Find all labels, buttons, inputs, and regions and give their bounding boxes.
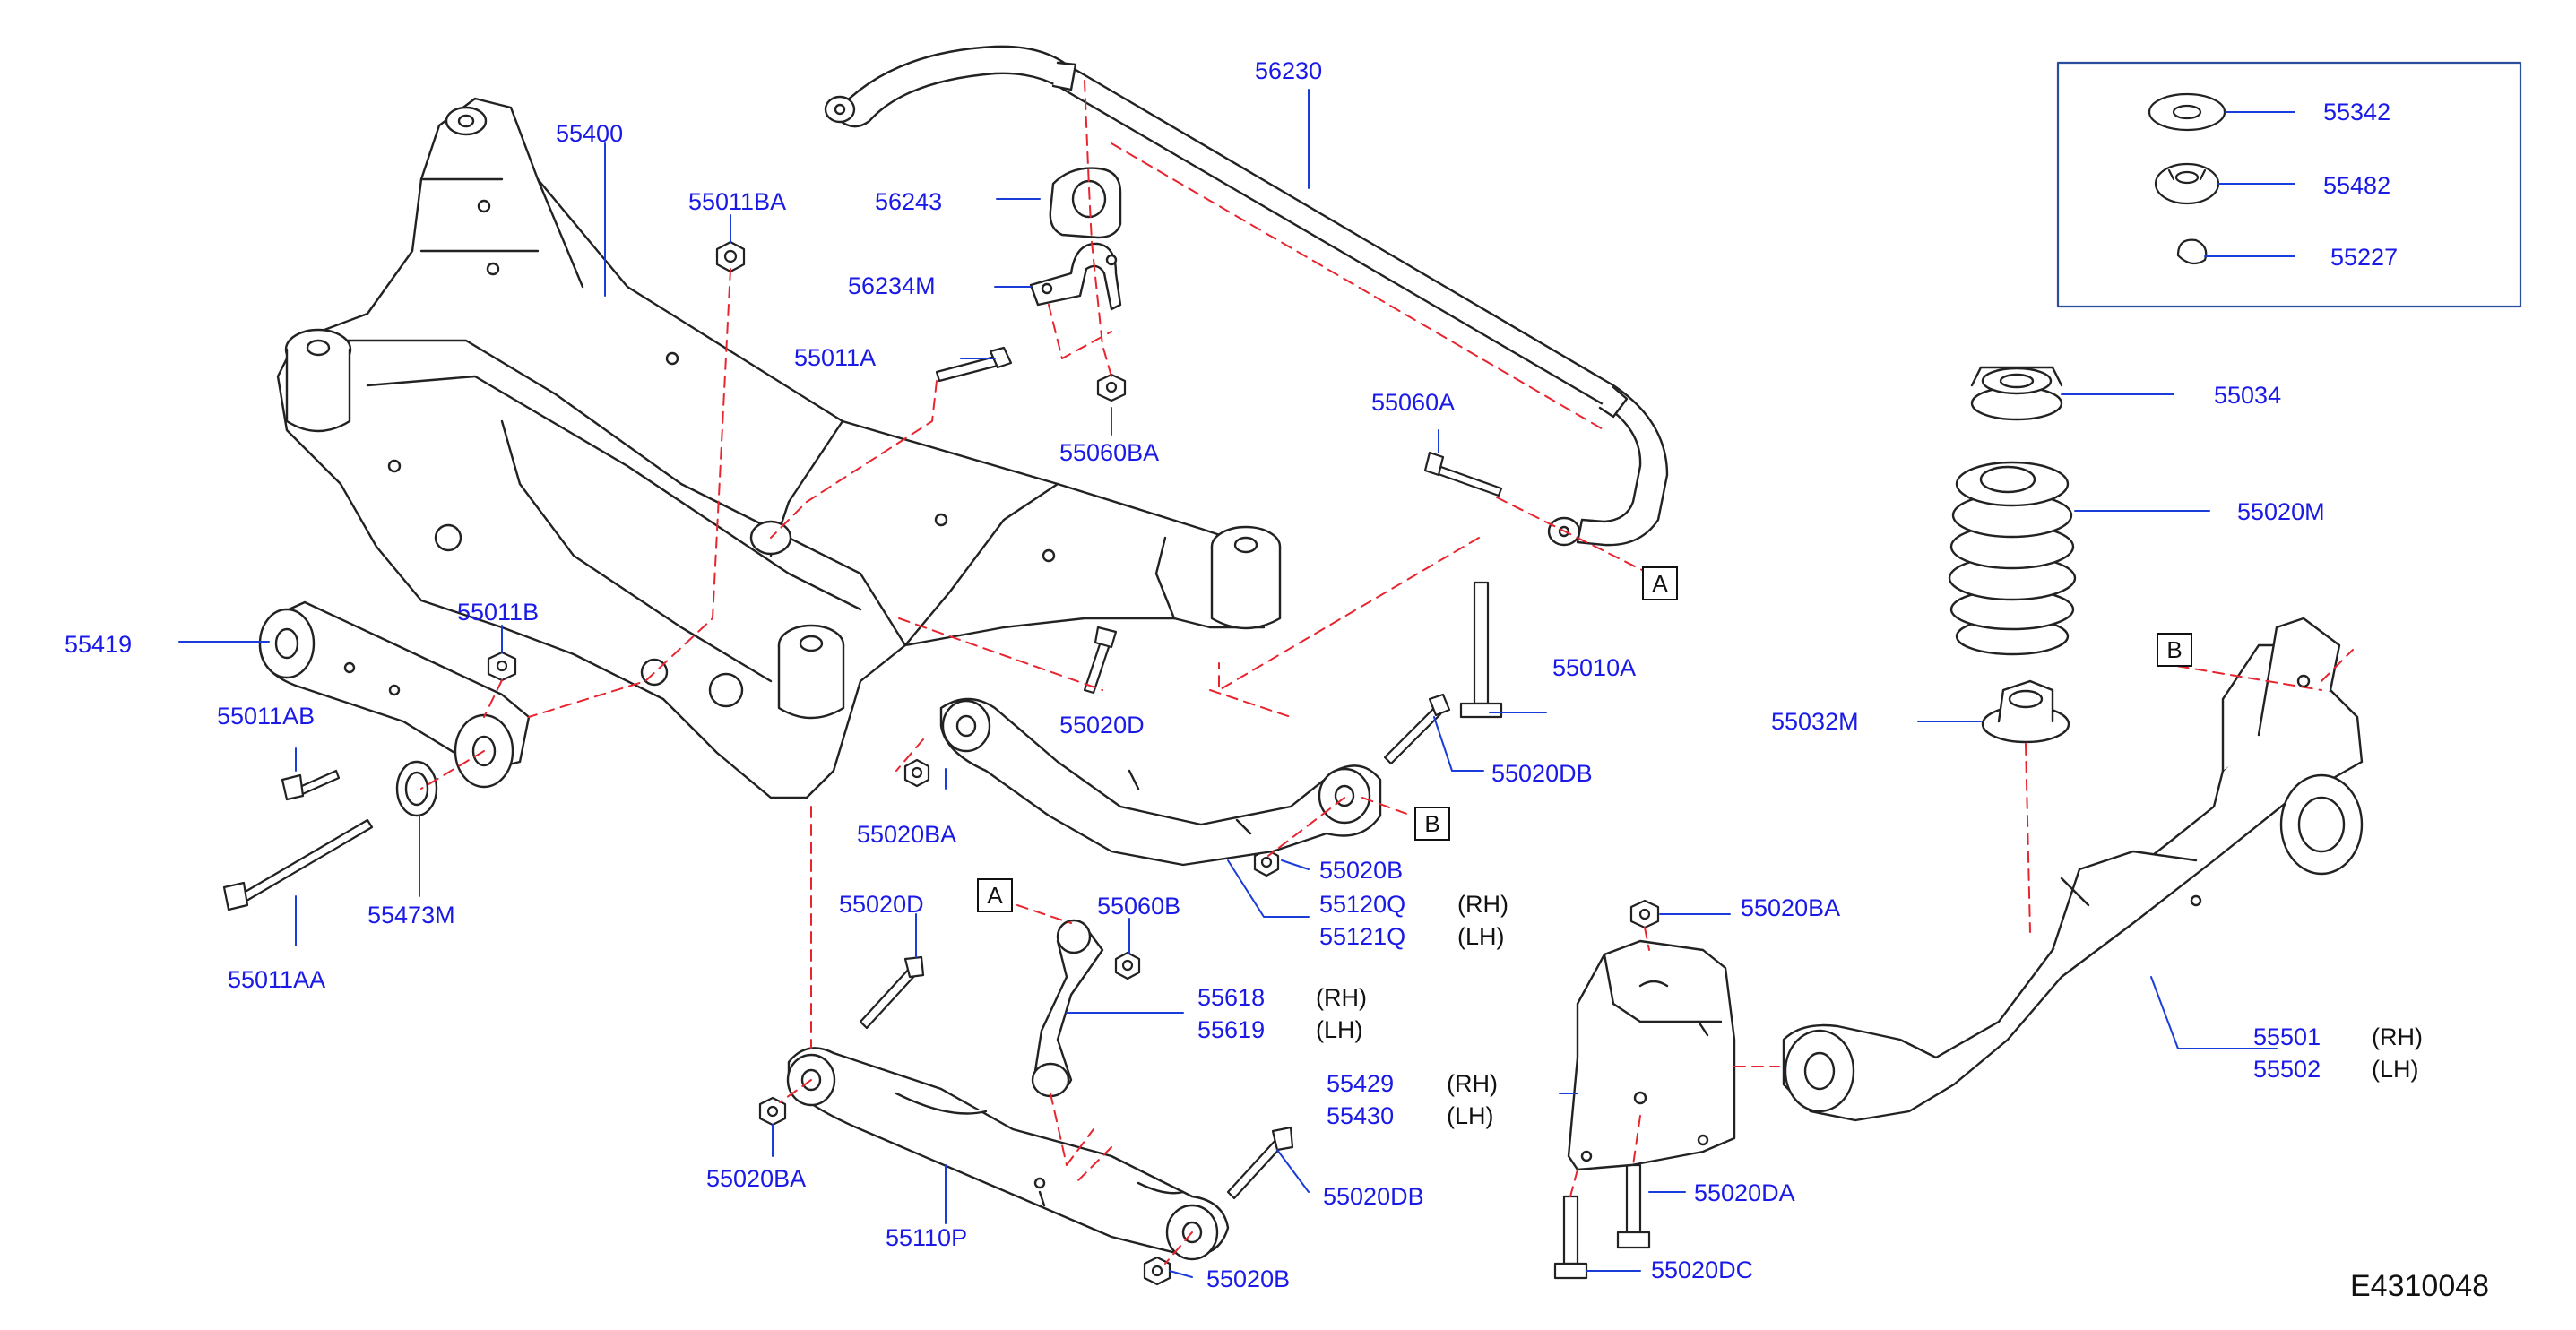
label-55473M: 55473M (367, 902, 455, 928)
spring-seat-55032M (1981, 679, 2070, 744)
label-55060BA: 55060BA (1059, 439, 1160, 466)
upper-arm-55120Q (939, 697, 1382, 867)
label-56243: 56243 (875, 188, 943, 215)
side-lh-55619: (LH) (1316, 1016, 1363, 1043)
label-55429: 55429 (1327, 1070, 1395, 1097)
label-55060B: 55060B (1097, 893, 1181, 920)
label-55020D-lower: 55020D (839, 891, 924, 918)
fasteners (222, 240, 1660, 1286)
side-rh-55501: (RH) (2372, 1023, 2423, 1050)
side-lh-55502: (LH) (2372, 1056, 2419, 1083)
label-55060A: 55060A (1371, 389, 1456, 416)
leader-lines (178, 89, 2295, 1278)
phantom-lines (420, 80, 2354, 1265)
label-55120Q: 55120Q (1319, 891, 1406, 918)
label-55020BA-right: 55020BA (1741, 894, 1841, 921)
side-rh-55429: (RH) (1447, 1070, 1498, 1097)
label-55110P: 55110P (886, 1224, 968, 1251)
stabilizer-bar (824, 45, 1669, 547)
diagram-code: E4310048 (2350, 1269, 2490, 1303)
label-55020DA: 55020DA (1694, 1179, 1795, 1206)
label-55020B-upper: 55020B (1319, 857, 1404, 884)
label-55020DC: 55020DC (1651, 1257, 1754, 1283)
label-55020M: 55020M (2237, 498, 2325, 525)
bracket-55429 (1567, 939, 1736, 1171)
label-55619: 55619 (1197, 1016, 1266, 1043)
lower-arm-55110P (786, 1047, 1230, 1261)
label-55482: 55482 (2323, 172, 2391, 199)
label-55011BA: 55011BA (688, 188, 787, 215)
label-55430: 55430 (1327, 1102, 1395, 1129)
clamp-56234M (1029, 242, 1122, 311)
label-55618: 55618 (1197, 984, 1266, 1011)
inset-parts (2148, 92, 2226, 265)
label-55011AB: 55011AB (217, 703, 316, 730)
inset-box (2056, 61, 2522, 308)
knuckle-55501 (1782, 617, 2364, 1122)
side-lh-55121Q: (LH) (1457, 923, 1505, 950)
callout-a-stabilizer: A (1642, 566, 1678, 600)
side-lh-55430: (LH) (1447, 1102, 1494, 1129)
bushing-56243 (1049, 167, 1122, 239)
label-55011AA: 55011AA (228, 966, 326, 993)
spring-seat-55034 (1970, 366, 2063, 421)
label-55227: 55227 (2330, 244, 2399, 271)
washer-55473M (395, 760, 438, 817)
label-55020D-upper: 55020D (1059, 712, 1145, 738)
label-55020DB-upper: 55020DB (1491, 760, 1593, 787)
label-55419: 55419 (65, 631, 133, 658)
label-55020BA-lower: 55020BA (706, 1165, 807, 1192)
subframe-55400 (276, 97, 1282, 799)
label-55020B-lower: 55020B (1206, 1265, 1291, 1292)
label-55032M: 55032M (1771, 708, 1859, 735)
label-55011A: 55011A (794, 344, 877, 371)
label-56234M: 56234M (848, 272, 936, 299)
label-55011B: 55011B (457, 599, 540, 626)
callout-b-knuckle: B (2157, 633, 2192, 667)
lateral-link-55618 (1031, 919, 1104, 1098)
callout-b-upper-arm: B (1414, 807, 1450, 841)
label-55010A: 55010A (1552, 654, 1637, 681)
side-rh-55618: (RH) (1316, 984, 1367, 1011)
label-55034: 55034 (2214, 382, 2282, 409)
label-55342: 55342 (2323, 99, 2391, 125)
label-55400: 55400 (556, 120, 624, 147)
side-rh-55120Q: (RH) (1457, 891, 1508, 918)
label-56230: 56230 (1255, 57, 1323, 84)
coil-spring-55020M (1948, 461, 2077, 656)
callout-a-link: A (977, 878, 1013, 912)
label-55121Q: 55121Q (1319, 923, 1406, 950)
label-55020DB-lower: 55020DB (1323, 1183, 1424, 1210)
label-55502: 55502 (2253, 1056, 2321, 1083)
label-55501: 55501 (2253, 1023, 2321, 1050)
label-55020BA-mid: 55020BA (857, 821, 957, 848)
link-55419 (258, 600, 531, 789)
